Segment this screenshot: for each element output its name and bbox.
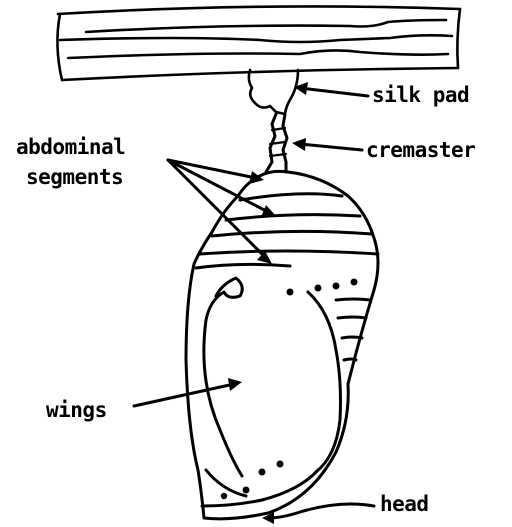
chrysalis-dots	[221, 279, 358, 500]
abdominal-segments-label-line1: abdominal	[16, 136, 125, 158]
wings-arrowhead	[228, 378, 242, 391]
wings-pointer	[134, 384, 234, 406]
abdominal-pointer-2	[168, 160, 268, 212]
leader-lines	[134, 82, 374, 524]
silk-pad-label: silk pad	[372, 84, 469, 106]
abdominal-segments-label-line2: segments	[26, 166, 123, 188]
head-label: head	[380, 493, 429, 515]
silk-pad	[249, 70, 298, 114]
cremaster-pointer	[300, 144, 362, 150]
cremaster-label: cremaster	[366, 139, 475, 161]
wings-label: wings	[46, 399, 107, 421]
branch	[57, 6, 460, 80]
cremaster	[266, 114, 287, 172]
abdominal-arrowhead-1	[249, 171, 264, 184]
silk-pad-pointer	[300, 88, 368, 96]
cremaster-arrowhead	[292, 138, 306, 151]
